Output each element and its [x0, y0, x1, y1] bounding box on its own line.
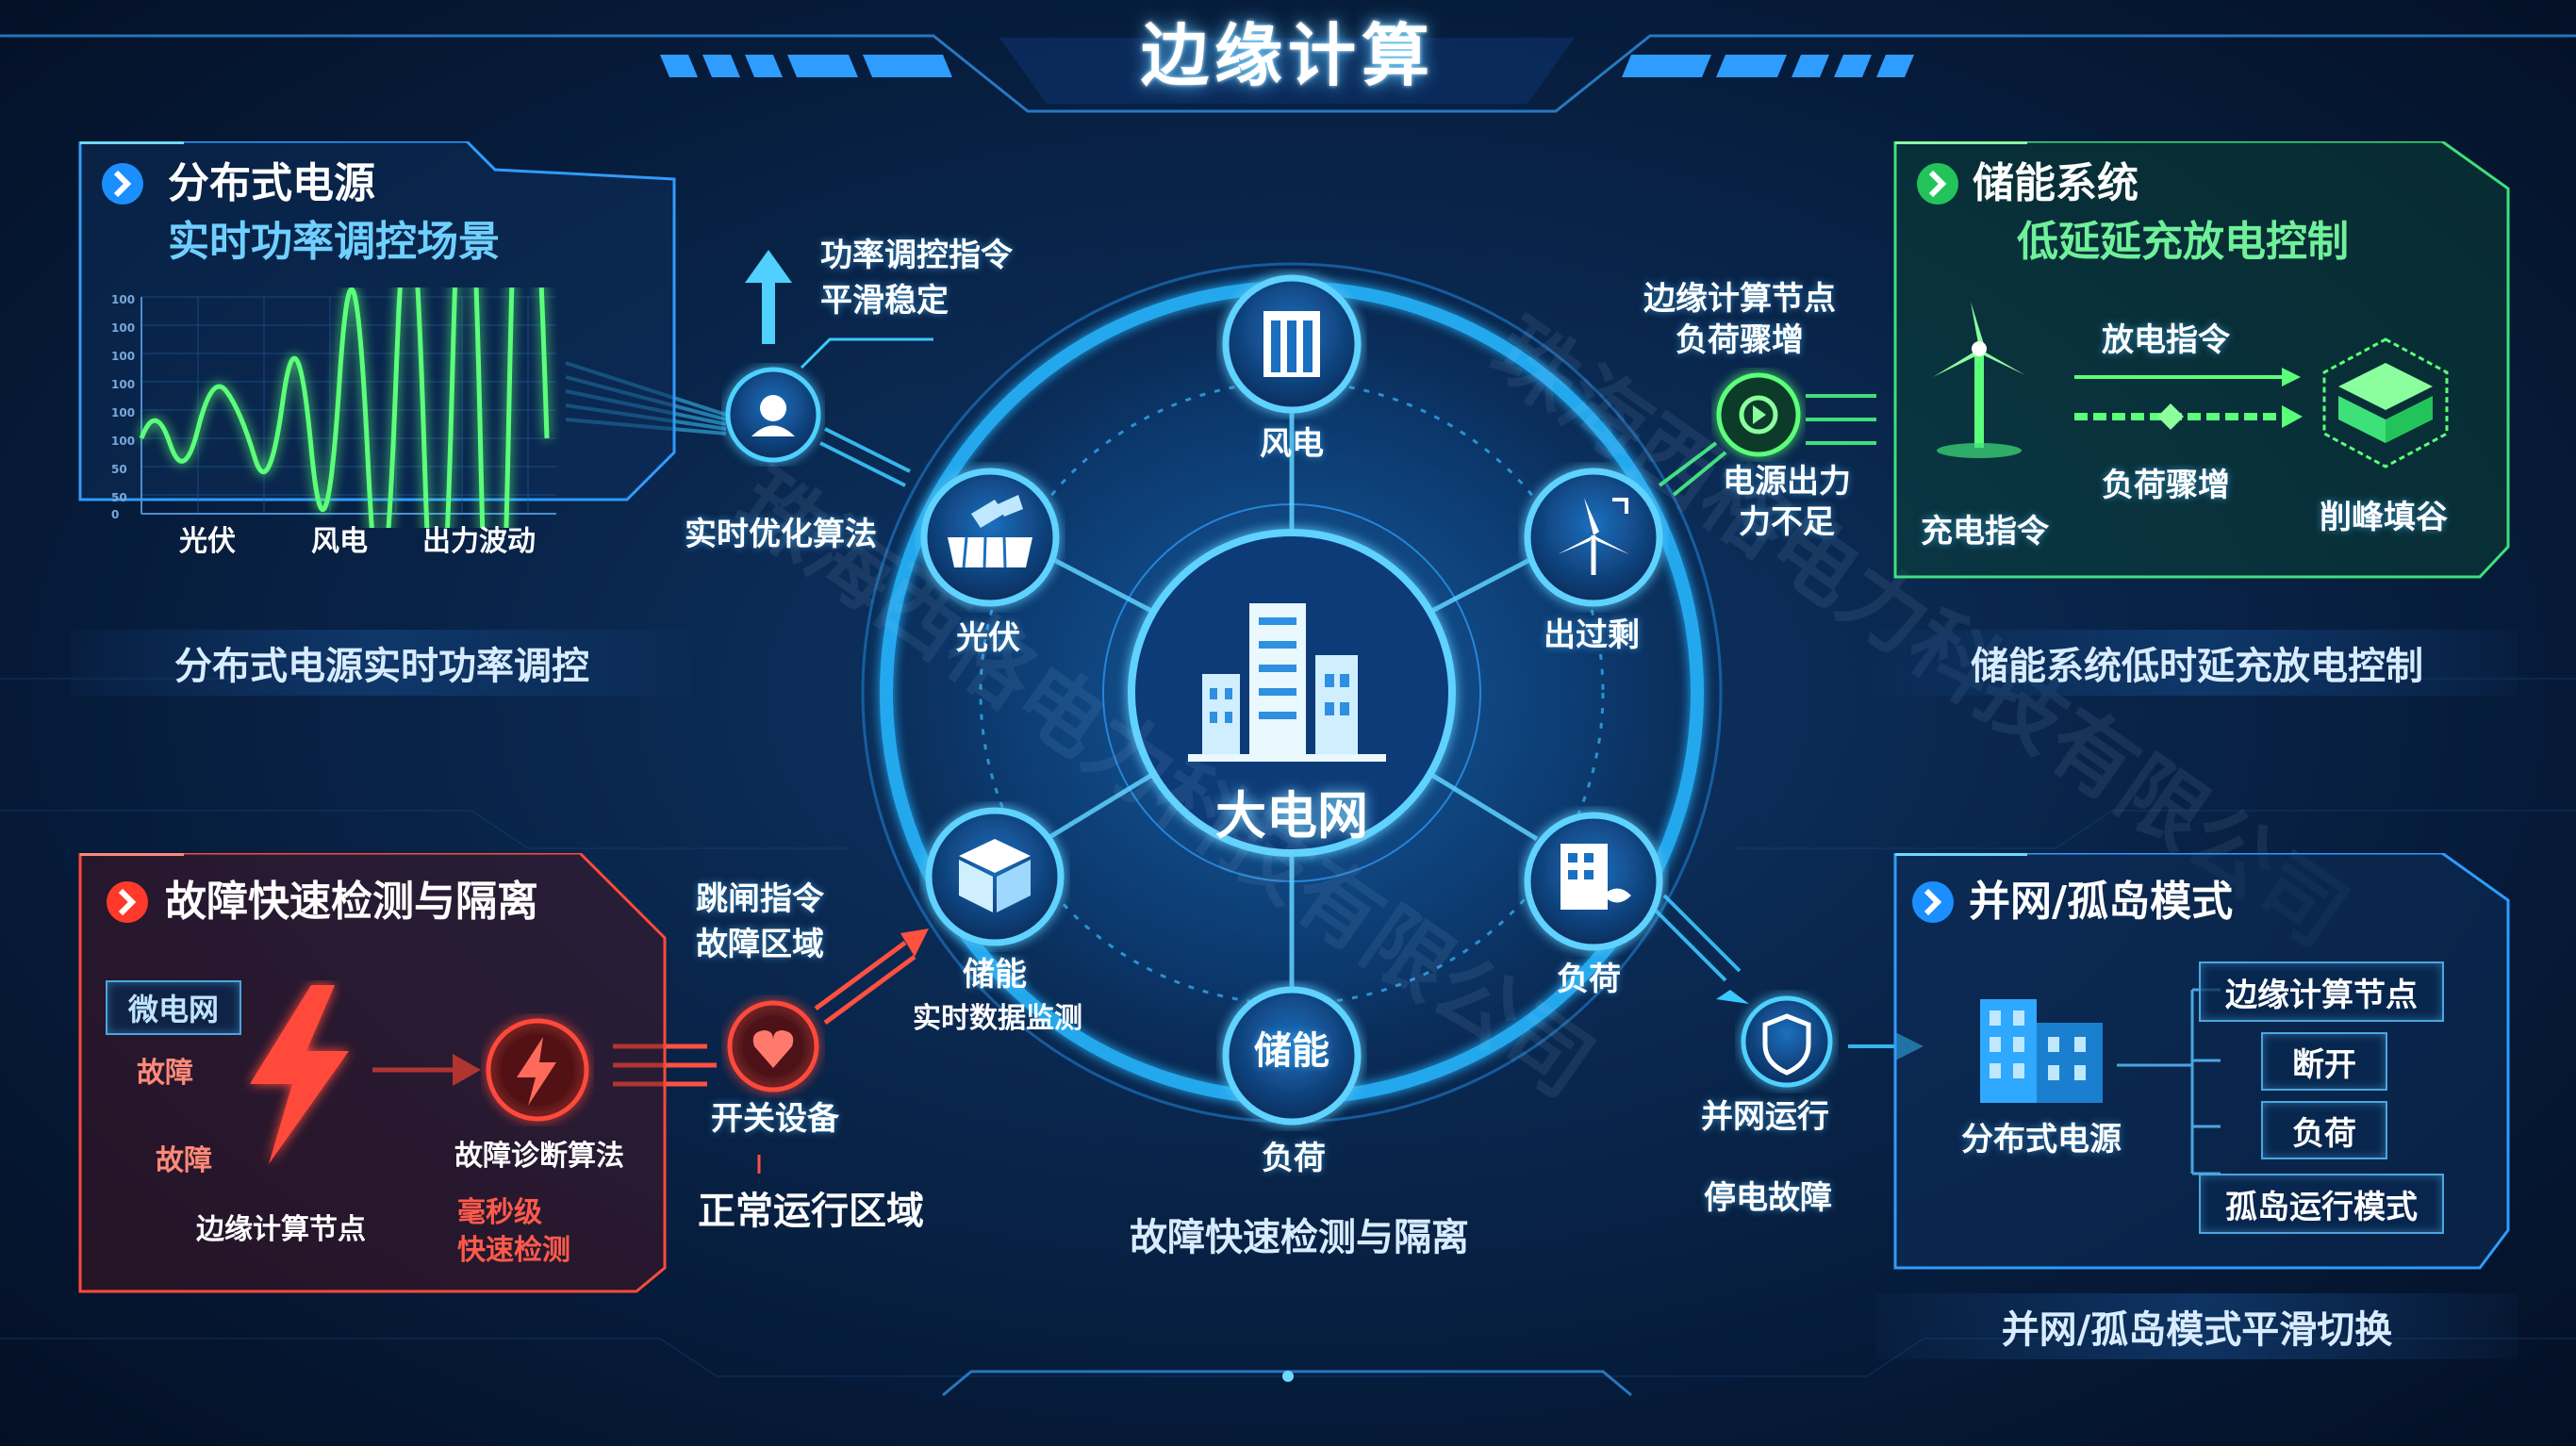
diagnosis-algo-icon [486, 1018, 589, 1122]
panel-caption: 并网/孤岛模式平滑切换 [2001, 1308, 2393, 1352]
storage-cube-icon [2322, 337, 2449, 468]
caption-bar: 储能系统低时延充放电控制 [1876, 630, 2518, 696]
y-tick: 50 [111, 463, 127, 476]
discharge-flow-arrows [2074, 368, 2303, 430]
trip-cmd-label: 故障区域 [696, 926, 824, 963]
charge-label: 充电指令 [1921, 513, 2049, 550]
panel-fault-detection [78, 853, 667, 1293]
lightning-fault-icon [250, 985, 349, 1164]
distributed-power-label: 分布式电源 [1961, 1121, 2122, 1158]
y-tick: 100 [111, 293, 136, 306]
user-node-icon [725, 367, 821, 463]
panel-caption: 储能系统低时延充放电控制 [1971, 645, 2423, 688]
hub-node-label: 负荷 [1262, 1140, 1326, 1177]
panel-title: 分布式电源 [168, 159, 375, 207]
panel-subtitle: 低延延充放电控制 [2017, 218, 2349, 266]
edge-node-icon [1716, 372, 1801, 457]
trip-cmd-label: 跳闸指令 [696, 880, 824, 918]
chart-label-wind: 风电 [311, 525, 368, 558]
y-tick: 100 [111, 350, 136, 363]
supply-short-label: 力不足 [1739, 503, 1835, 541]
grid-running-label: 并网运行 [1701, 1098, 1829, 1136]
y-tick: 100 [111, 406, 136, 419]
hub-node-label: 负荷 [1557, 961, 1621, 998]
switch-device-label: 开关设备 [711, 1100, 839, 1138]
distributed-power-building-icon [1980, 999, 2103, 1103]
island-mode-tag: 孤岛运行模式 [2199, 1174, 2444, 1234]
shield-icon [1741, 995, 1833, 1088]
load-tag: 负荷 [2261, 1101, 2387, 1159]
building-icon [1222, 274, 1362, 414]
caption-bar: 并网/孤岛模式平滑切换 [1876, 1293, 2518, 1359]
chevron-right-icon [1912, 881, 1954, 923]
wind-turbine-icon [1933, 302, 2025, 458]
ms-detect-label: 毫秒级 [457, 1196, 542, 1229]
disconnect-tag: 断开 [2261, 1032, 2387, 1091]
fault-label: 故障 [156, 1144, 212, 1177]
caption-bar: 分布式电源实时功率调控 [71, 630, 693, 696]
edge-node-label: 边缘计算节点 [196, 1213, 366, 1246]
y-tick: 100 [111, 378, 136, 391]
storage-icon-text: 储能 [1254, 1029, 1329, 1073]
hub-node-label: 光伏 [956, 619, 1020, 657]
microgrid-tag: 微电网 [106, 980, 241, 1035]
panel-title: 并网/孤岛模式 [1969, 878, 2234, 926]
peak-valley-label: 削峰填谷 [2320, 499, 2448, 536]
normal-area-label: 正常运行区域 [698, 1190, 924, 1233]
power-cmd-label: 平滑稳定 [820, 282, 949, 320]
load-surge-label: 负荷骤增 [2102, 467, 2230, 504]
hub-node-label: 储能 [963, 956, 1027, 994]
panel-subtitle: 实时功率调控场景 [168, 218, 500, 266]
page-title: 边缘计算 [1140, 16, 1436, 95]
y-tick: 50 [111, 491, 127, 504]
power-fluctuation-waveform [139, 288, 556, 528]
chart-label-solar: 光伏 [179, 525, 236, 558]
turbine-surplus-icon [1524, 468, 1663, 607]
ms-detect-label: 快速检测 [457, 1234, 570, 1267]
y-tick: 100 [111, 321, 136, 335]
edge-node-label: 负荷骤增 [1676, 321, 1804, 359]
chevron-right-icon [1917, 163, 1958, 205]
edge-node-label: 边缘计算节点 [1643, 280, 1836, 318]
panel-title: 故障快速检测与隔离 [165, 878, 538, 926]
edge-node-tag: 边缘计算节点 [2199, 961, 2444, 1022]
solar-panel-icon [920, 468, 1060, 607]
panel-title: 储能系统 [1973, 159, 2138, 207]
switch-device-icon [727, 1000, 819, 1093]
y-tick: 100 [111, 435, 136, 448]
panel-energy-storage [1893, 141, 2510, 579]
fault-label: 故障 [137, 1057, 193, 1090]
storage-box-icon [925, 807, 1065, 946]
chevron-right-icon [102, 163, 143, 205]
title-bar [0, 34, 2576, 113]
chevron-right-icon [107, 881, 148, 923]
power-grid-building-icon [1188, 603, 1386, 762]
y-tick: 0 [111, 508, 120, 521]
panel-caption: 分布式电源实时功率调控 [174, 645, 589, 688]
chart-label-fluctuation: 出力波动 [422, 525, 536, 558]
storage-monitoring-label: 实时数据监测 [913, 1002, 1082, 1035]
diag-algo-label: 故障诊断算法 [454, 1140, 624, 1173]
outage-label: 停电故障 [1704, 1179, 1832, 1217]
storage-text-node [1222, 986, 1362, 1126]
hub-center-label: 大电网 [1215, 786, 1368, 846]
power-cmd-label: 功率调控指令 [820, 237, 1013, 274]
realtime-algo-label: 实时优化算法 [685, 516, 877, 553]
center-caption: 故障快速检测与隔离 [1130, 1216, 1469, 1259]
hub-node-label: 出过剩 [1544, 616, 1640, 654]
load-meter-icon [1524, 812, 1663, 951]
discharge-label: 放电指令 [2102, 321, 2230, 359]
hub-node-label: 风电 [1260, 425, 1324, 463]
supply-short-label: 电源出力 [1723, 463, 1851, 501]
